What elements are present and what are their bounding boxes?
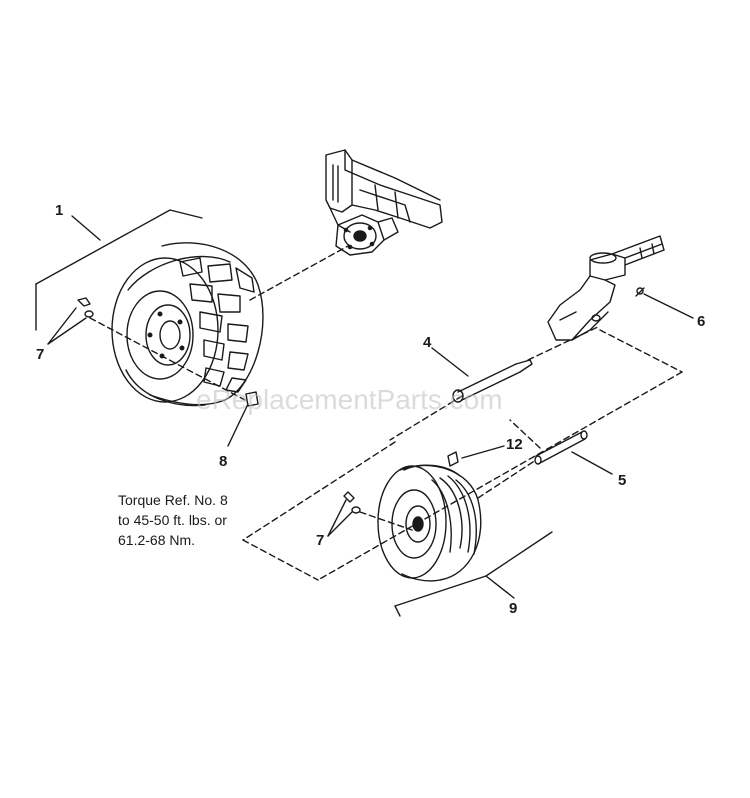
torque-note-line-2: to 45-50 ft. lbs. or <box>118 512 227 528</box>
callout-12: 12 <box>506 436 523 453</box>
torque-note: Torque Ref. No. 8 to 45-50 ft. lbs. or 6… <box>118 490 258 550</box>
callout-7-right: 7 <box>316 532 325 549</box>
callout-7-left: 7 <box>36 346 45 363</box>
callout-9: 9 <box>509 600 518 617</box>
leader-lines <box>35 209 694 617</box>
caster-wheel <box>377 464 482 582</box>
large-wheel <box>111 242 264 407</box>
assembly-lines <box>89 245 683 581</box>
caster-fork <box>547 235 665 341</box>
torque-note-line-1: Torque Ref. No. 8 <box>118 492 228 508</box>
grease-fittings <box>77 297 459 514</box>
axle-bolt <box>452 359 533 403</box>
callout-6: 6 <box>697 313 706 330</box>
hub-flange <box>335 214 399 256</box>
watermark-text: eReplacementParts.com <box>196 384 503 415</box>
callout-8: 8 <box>219 453 228 470</box>
callout-1: 1 <box>55 202 64 219</box>
callout-4: 4 <box>423 334 432 351</box>
callout-5: 5 <box>618 472 627 489</box>
torque-note-line-3: 61.2-68 Nm. <box>118 532 196 548</box>
spacer-tube <box>534 430 588 465</box>
